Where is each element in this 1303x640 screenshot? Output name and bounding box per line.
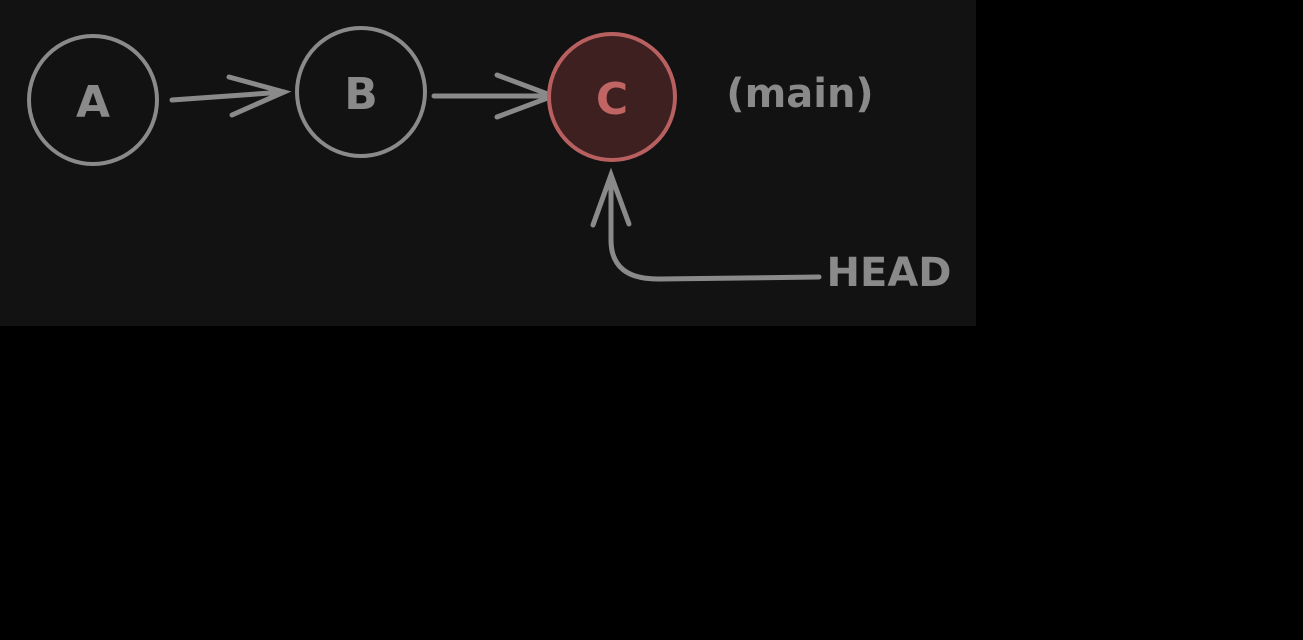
commit-label-b: B <box>344 69 378 120</box>
commit-label-a: A <box>76 77 110 128</box>
branch-label-main: (main) <box>726 71 873 117</box>
commit-node-a: A <box>27 34 159 166</box>
head-label: HEAD <box>827 250 952 296</box>
arrow-head-to-c <box>590 167 822 282</box>
diagram-panel: A B C (main) HEAD <box>0 0 976 326</box>
arrow-b-to-c <box>431 72 561 120</box>
arrow-a-to-b <box>169 74 292 118</box>
commit-node-c: C <box>547 32 677 162</box>
commit-label-c: C <box>596 74 628 125</box>
commit-graph: A B C (main) HEAD <box>27 26 952 296</box>
commit-node-b: B <box>295 26 427 158</box>
